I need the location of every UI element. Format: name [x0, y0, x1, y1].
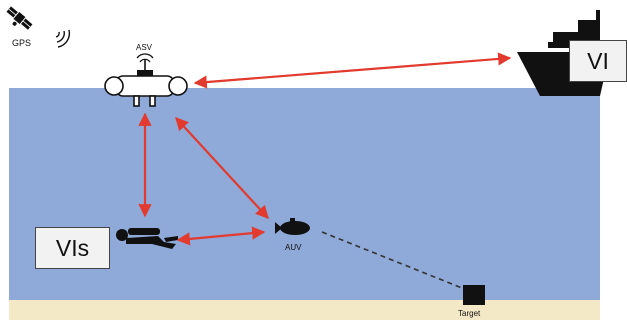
diver-vis-box: VIs: [35, 227, 110, 269]
diver-icon: [116, 228, 178, 249]
signal-icon: [55, 29, 71, 48]
link-diver-auv: [176, 226, 266, 246]
link-asv-ship: [193, 52, 512, 89]
target-icon: [463, 285, 485, 305]
link-auv-target: [321, 231, 463, 289]
target-label: Target: [458, 309, 481, 318]
asv-icon: [104, 53, 188, 107]
asv-label: ASV: [136, 43, 153, 52]
satellite-icon: [6, 6, 33, 30]
auv-label: AUV: [285, 243, 302, 252]
link-asv-auv: [175, 117, 269, 219]
seabed-region: [9, 300, 600, 320]
auv-icon: [275, 218, 310, 235]
ship-vi-box: VI: [569, 40, 627, 82]
gps-label: GPS: [12, 38, 31, 48]
